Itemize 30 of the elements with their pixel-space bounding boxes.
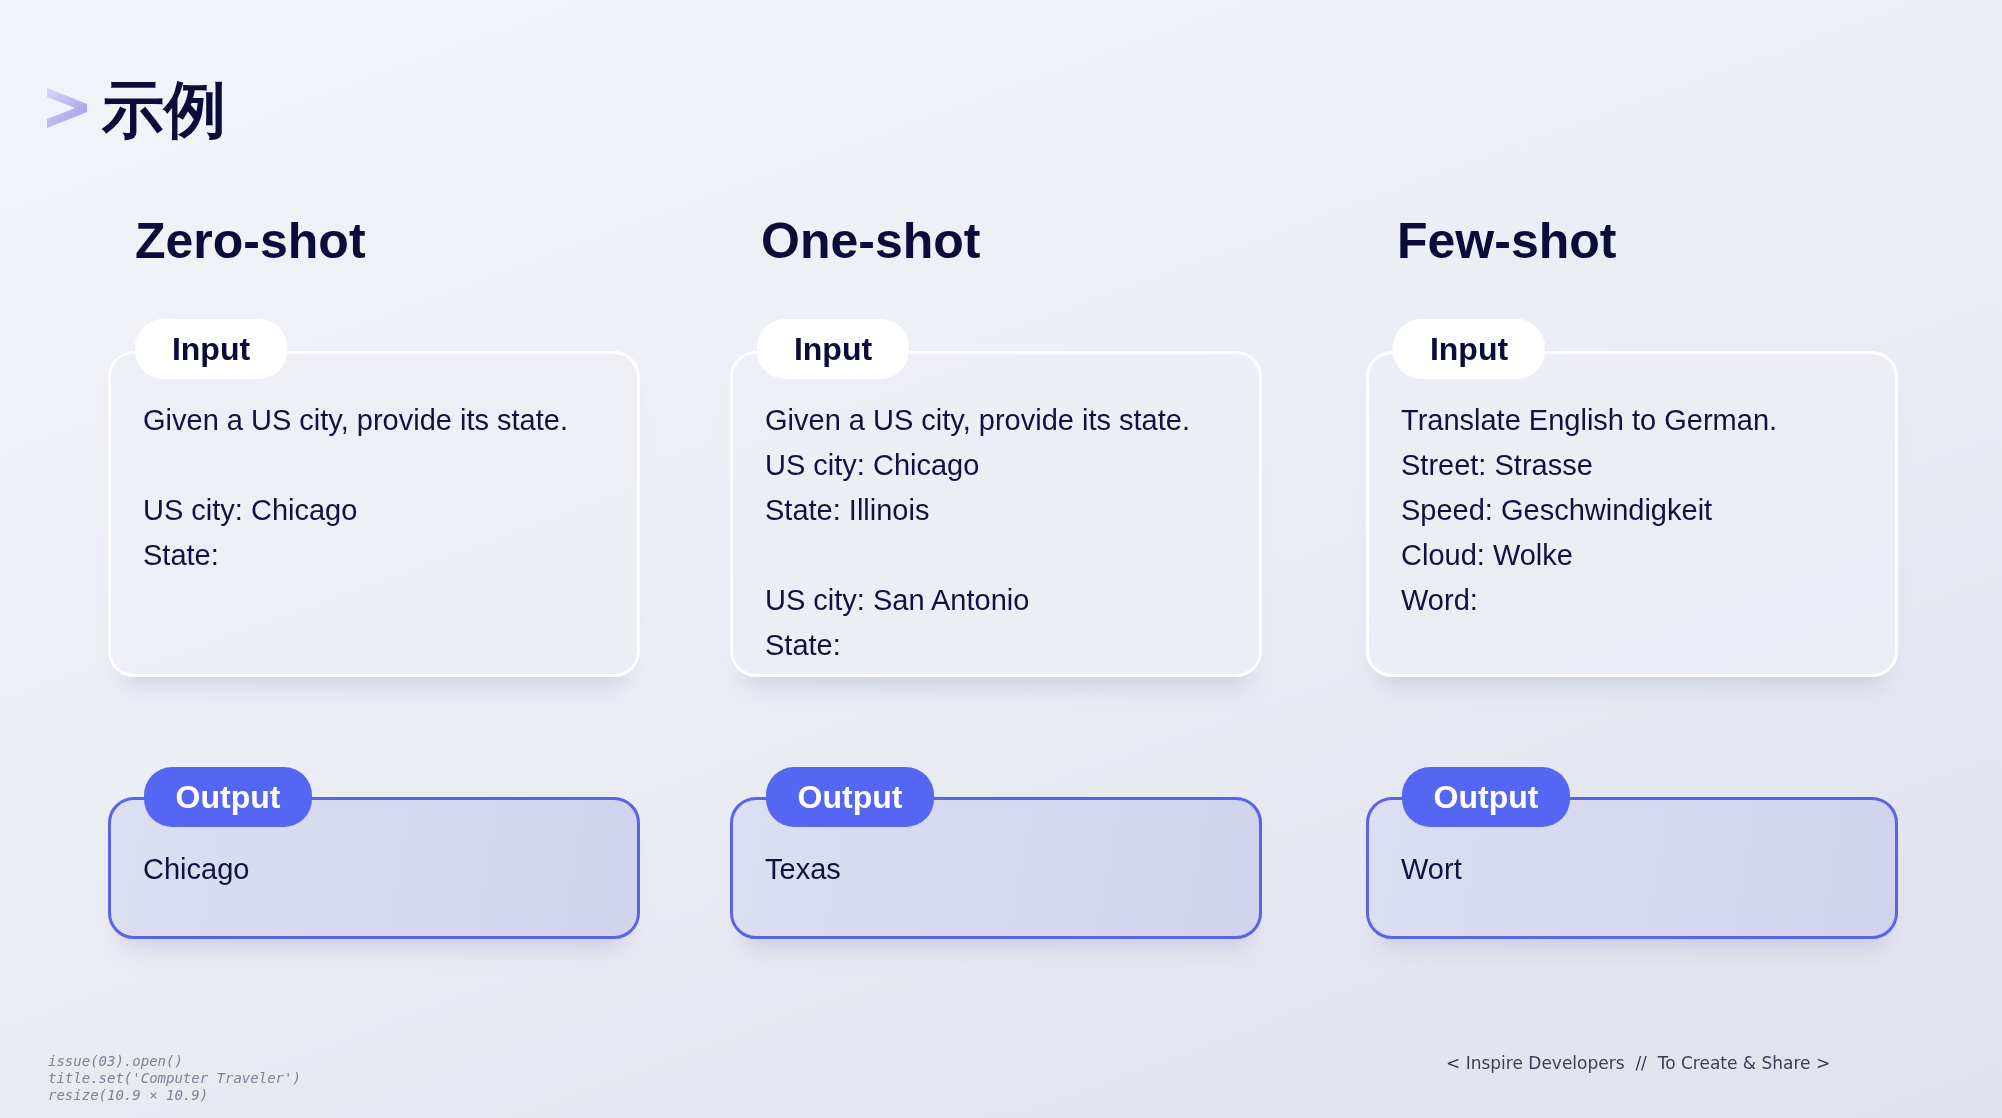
prompt-line: Cloud: Wolke — [1401, 538, 1573, 573]
column-heading: Zero-shot — [135, 212, 366, 270]
column-heading: One-shot — [761, 212, 981, 270]
heading-tag: Output — [144, 767, 312, 827]
prompt-line: US city: San Antonio — [765, 583, 1030, 618]
heading-tag: Input — [1393, 319, 1545, 379]
prompt-line: State: — [143, 538, 219, 573]
code-line: title.set('Computer Traveler') — [48, 1070, 301, 1087]
prompt-line: Speed: Geschwindigkeit — [1401, 493, 1713, 528]
page-title: 示例 — [102, 74, 226, 146]
heading-tag: Output — [766, 767, 934, 827]
code-line: resize(10.9 × 10.9) — [48, 1087, 209, 1104]
answer-text: Wort — [1401, 852, 1462, 887]
answer-text: Texas — [765, 852, 841, 887]
prompt-line: US city: Chicago — [143, 493, 358, 528]
prompt-line: Street: Strasse — [1401, 448, 1593, 483]
heading-tag: Input — [757, 319, 909, 379]
code-line: issue(03).open() — [48, 1053, 183, 1070]
heading-tag: Output — [1402, 767, 1570, 827]
prompt-line: Word: — [1401, 583, 1478, 618]
heading-tag: Input — [135, 319, 287, 379]
prompt-line: US city: Chicago — [765, 448, 980, 483]
prompt-line: Translate English to German. — [1401, 403, 1778, 438]
prompt-line: State: Illinois — [765, 493, 930, 528]
prompt-line: Given a US city, provide its state. — [765, 403, 1190, 438]
footer-slogan: < Inspire Developers // To Create & Share > — [1446, 1052, 1831, 1074]
column-heading: Few-shot — [1397, 212, 1617, 270]
answer-text: Chicago — [143, 852, 250, 887]
prompt-line: Given a US city, provide its state. — [143, 403, 568, 438]
prompt-line: State: — [765, 628, 841, 663]
